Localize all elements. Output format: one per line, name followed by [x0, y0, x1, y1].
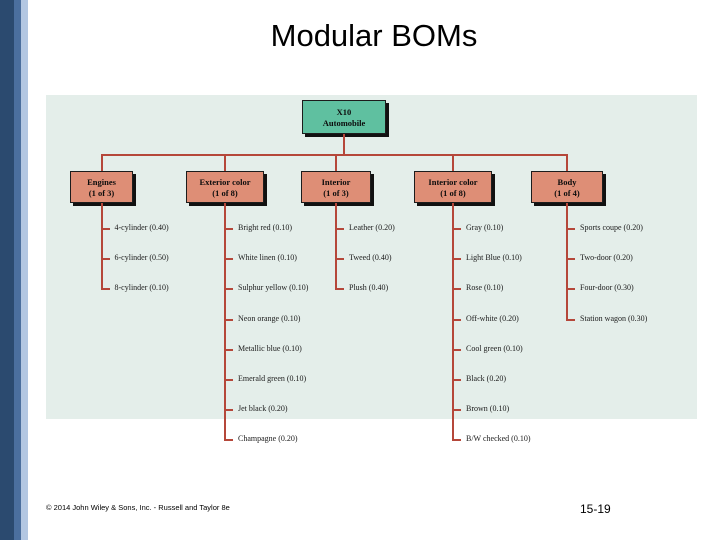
bom-option-item: Off-white (0.20) — [466, 313, 519, 323]
connector-option-tick — [224, 439, 233, 442]
connector-root-stem — [343, 134, 345, 154]
bom-option-item: Tweed (0.40) — [349, 253, 392, 263]
bom-module-count: (1 of 8) — [440, 187, 466, 198]
bom-option-item: Rose (0.10) — [466, 283, 504, 293]
connector-option-tick — [452, 409, 461, 412]
bom-option-item: Gray (0.10) — [466, 223, 504, 232]
connector-option-spine — [452, 203, 454, 440]
bom-option-item: Plush (0.40) — [349, 283, 389, 293]
bom-option-item: 8-cylinder (0.10) — [114, 283, 169, 293]
connector-option-spine — [224, 203, 226, 440]
page-title: Modular BOMs — [270, 18, 478, 53]
bom-option-item: Brown (0.10) — [466, 404, 510, 414]
connector-option-tick — [100, 258, 110, 261]
bom-module-node: Exterior color(1 of 8) — [186, 171, 264, 203]
connector-option-tick — [224, 288, 233, 291]
connector-option-tick — [452, 379, 461, 381]
bom-option-item: Sulphur yellow (0.10) — [238, 283, 309, 293]
connector-option-tick — [224, 348, 233, 351]
bom-module-count: (1 of 3) — [323, 187, 349, 198]
connector-option-tick — [452, 288, 461, 291]
connector-module-drop — [224, 154, 226, 171]
bom-module-label: Body — [557, 177, 577, 187]
bom-option-item: B/W checked (0.10) — [466, 434, 531, 444]
bom-module-label: Engines — [87, 177, 116, 187]
bom-option-item: Cool green (0.10) — [466, 343, 523, 353]
connector-option-tick — [224, 379, 233, 381]
bom-option-item: 6-cylinder (0.50) — [114, 253, 169, 263]
connector-option-tick — [566, 228, 575, 230]
connector-option-tick — [452, 228, 461, 230]
connector-option-tick — [224, 228, 233, 230]
decoration-band-light — [21, 0, 28, 540]
connector-option-tick — [335, 258, 344, 261]
bom-option-item: Jet black (0.20) — [238, 404, 288, 414]
bom-option-item: Metallic blue (0.10) — [238, 343, 302, 353]
bom-option-item: Bright red (0.10) — [238, 223, 292, 232]
connector-option-tick — [452, 258, 461, 261]
decoration-band-dark — [0, 0, 14, 540]
bom-option-item: Sports coupe (0.20) — [580, 223, 643, 232]
connector-option-spine — [335, 203, 337, 289]
connector-option-tick — [452, 348, 461, 351]
connector-option-tick — [566, 258, 575, 261]
bom-option-item: Leather (0.20) — [349, 223, 395, 232]
bom-module-node: Interior(1 of 3) — [301, 171, 371, 203]
bom-option-item: Four-door (0.30) — [580, 283, 634, 293]
decoration-band-mid — [14, 0, 21, 540]
footer-page-number: 15-19 — [580, 502, 611, 516]
bom-root-label: Automobile — [322, 117, 366, 128]
connector-option-tick — [100, 288, 110, 291]
connector-module-drop — [100, 154, 103, 171]
bom-option-item: Champagne (0.20) — [238, 434, 298, 444]
connector-option-tick — [566, 288, 575, 291]
bom-module-count: (1 of 4) — [554, 187, 580, 198]
bom-option-item: Light Blue (0.10) — [466, 253, 522, 263]
connector-option-tick — [335, 288, 344, 291]
bom-module-label: Interior — [321, 177, 351, 187]
connector-option-spine — [566, 203, 568, 319]
bom-option-item: Black (0.20) — [466, 374, 506, 383]
connector-option-tick — [335, 228, 344, 230]
connector-module-drop — [335, 154, 337, 171]
connector-option-tick — [452, 439, 461, 442]
bom-module-label: Exterior color — [199, 177, 251, 187]
left-decoration-bar — [0, 0, 28, 540]
connector-module-drop — [566, 154, 568, 171]
connector-bus — [101, 154, 567, 156]
bom-option-item: Two-door (0.20) — [580, 253, 633, 263]
bom-option-item: Emerald green (0.10) — [238, 374, 307, 383]
bom-option-item: White linen (0.10) — [238, 253, 297, 263]
bom-module-label: Interior color — [428, 177, 478, 187]
connector-option-tick — [224, 318, 233, 321]
bom-module-count: (1 of 3) — [88, 187, 115, 198]
connector-option-spine — [100, 203, 103, 289]
bom-module-node: Engines(1 of 3) — [70, 171, 133, 203]
connector-option-tick — [452, 318, 461, 321]
bom-module-node: Interior color(1 of 8) — [414, 171, 492, 203]
connector-option-tick — [566, 318, 575, 321]
footer-copyright: © 2014 John Wiley & Sons, Inc. - Russell… — [46, 503, 230, 512]
bom-option-item: Neon orange (0.10) — [238, 313, 301, 323]
bom-option-item: 4-cylinder (0.40) — [114, 223, 169, 232]
bom-module-node: Body(1 of 4) — [531, 171, 603, 203]
bom-option-item: Station wagon (0.30) — [580, 313, 648, 323]
bom-module-count: (1 of 8) — [212, 187, 238, 198]
connector-option-tick — [100, 228, 110, 230]
connector-module-drop — [452, 154, 454, 171]
connector-option-tick — [224, 258, 233, 261]
connector-option-tick — [224, 409, 233, 412]
bom-root-code: X10 — [336, 107, 352, 117]
